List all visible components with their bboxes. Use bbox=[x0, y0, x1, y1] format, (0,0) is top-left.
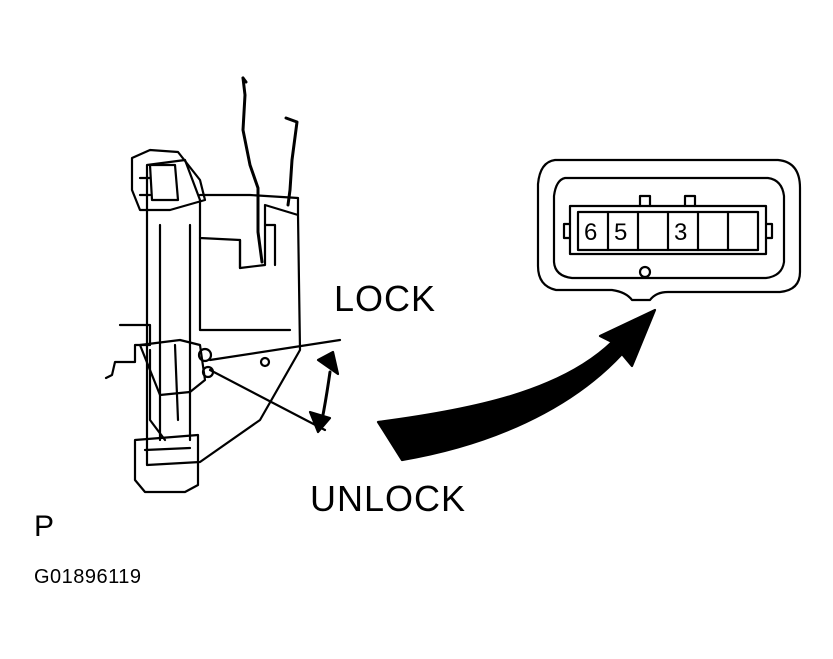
pin-label: 6 bbox=[584, 219, 597, 246]
pin-label: 5 bbox=[614, 219, 627, 246]
figure-id: G01896119 bbox=[34, 566, 142, 588]
lock-unlock-arrow bbox=[308, 350, 340, 434]
callout-arrow bbox=[376, 308, 657, 462]
view-label: P bbox=[34, 510, 55, 543]
lock-label: LOCK bbox=[334, 278, 437, 319]
door-lock-actuator bbox=[104, 76, 342, 494]
pin-label: 3 bbox=[674, 219, 687, 246]
unlock-label: UNLOCK bbox=[310, 478, 467, 519]
connector-pin-labels: 6 5 3 bbox=[584, 219, 687, 246]
connector bbox=[536, 158, 802, 302]
